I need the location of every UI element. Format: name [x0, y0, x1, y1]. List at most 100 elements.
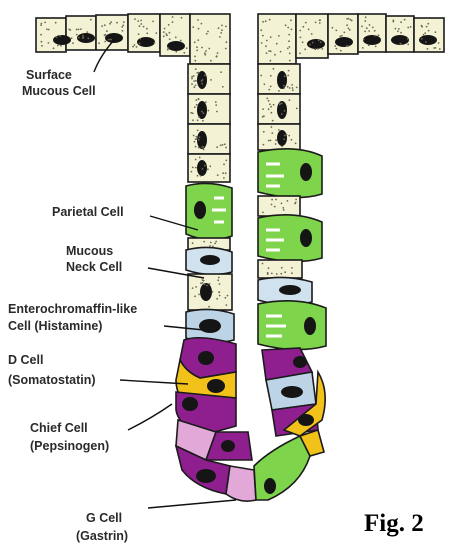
mucin-granule [265, 52, 268, 54]
mucin-granule [282, 209, 285, 211]
mucin-granule [267, 108, 270, 111]
nucleus [197, 131, 207, 149]
mucin-granule [193, 41, 196, 44]
mucin-granule [219, 144, 222, 147]
mucin-granule [192, 75, 195, 77]
mucin-granule [98, 42, 100, 45]
mucin-granule [262, 34, 264, 37]
mucin-granule [196, 119, 199, 122]
mucin-granule [81, 37, 84, 39]
gland-right-wall [257, 63, 327, 437]
mucin-granule [215, 104, 218, 106]
mucin-granule [364, 30, 366, 33]
mucin-granule [314, 48, 317, 51]
mucin-granule [171, 16, 174, 18]
mucin-granule [207, 30, 209, 33]
mucin-granule [41, 44, 43, 47]
mucin-granule [288, 40, 290, 43]
mucin-granule [40, 24, 42, 26]
mucin-granule [268, 50, 270, 52]
nucleus [281, 386, 303, 398]
mucin-granule [421, 25, 423, 28]
mucin-granule [425, 25, 428, 28]
mucin-granule [318, 22, 321, 24]
mucin-granule [191, 83, 193, 85]
mucin-granule [193, 106, 196, 109]
nucleus [137, 37, 155, 47]
mucin-granule [197, 39, 200, 41]
mucin-granule [89, 18, 92, 21]
mucin-granule [221, 24, 223, 27]
label-surface-mucous-cell: Surface Mucous Cell [22, 39, 115, 98]
mucin-granule [270, 126, 273, 128]
mucin-granule [283, 110, 286, 112]
mucin-granule [283, 138, 286, 141]
mucin-granule [262, 20, 264, 23]
mucin-granule [196, 46, 198, 49]
mucin-granule [44, 21, 46, 24]
mucin-granule [365, 27, 368, 30]
leader-line [149, 215, 199, 231]
surface-epithelium-left [35, 13, 231, 65]
mucin-granule [295, 198, 297, 201]
mucin-granule [283, 75, 286, 78]
mucin-granule [225, 41, 228, 44]
mucin-granule [218, 291, 220, 293]
mucin-granule [122, 21, 125, 23]
mucin-granule [331, 26, 334, 29]
mucin-granule [286, 200, 289, 202]
mucin-granule [321, 48, 324, 50]
mucin-granule [269, 50, 272, 53]
nucleus [198, 351, 214, 365]
nucleus [300, 229, 312, 247]
mucin-granule [335, 47, 338, 50]
mucin-granule [146, 27, 148, 30]
surface-epithelium-right [257, 13, 445, 65]
mucin-granule [197, 146, 200, 149]
nucleus [279, 285, 301, 295]
mucin-granule [193, 140, 196, 143]
mucin-granule [319, 41, 322, 44]
mucin-granule [212, 245, 214, 248]
mucin-granule [175, 50, 178, 53]
mucin-granule [283, 134, 286, 137]
mucin-granule [191, 112, 194, 115]
mucin-granule [361, 25, 363, 28]
mucin-granule [301, 41, 304, 44]
mucin-granule [203, 283, 206, 286]
mucin-granule [192, 119, 194, 122]
mucin-granule [283, 87, 285, 90]
mucin-granule [270, 203, 273, 206]
mucin-granule [362, 38, 365, 41]
mucin-granule [267, 99, 270, 102]
mucin-granule [223, 177, 225, 179]
mucin-granule [275, 42, 278, 45]
mucin-granule [270, 272, 273, 275]
mucin-granule [204, 74, 206, 77]
mucin-granule [174, 36, 177, 39]
mucin-granule [196, 72, 199, 74]
surface-mucous-cell [357, 13, 387, 53]
mucin-granule [284, 271, 286, 274]
mucin-granule [224, 47, 227, 50]
nucleus [197, 101, 207, 119]
mucin-granule [373, 29, 376, 32]
mucin-granule [262, 108, 264, 110]
surface-mucous-cell [327, 13, 359, 55]
mucin-granule [208, 305, 211, 308]
mucin-granule [196, 49, 199, 52]
mucin-granule [191, 287, 194, 289]
mucin-granule [269, 85, 272, 88]
mucin-granule [394, 27, 397, 30]
mucin-granule [291, 84, 293, 86]
mucin-granule [225, 146, 228, 149]
mucin-granule [217, 27, 220, 29]
nucleus [197, 160, 207, 176]
nucleus [207, 379, 225, 393]
mucin-granule [287, 26, 290, 29]
mucin-granule [221, 143, 224, 146]
label-line: Parietal Cell [52, 205, 124, 219]
mucin-granule [272, 67, 275, 70]
mucin-granule [195, 79, 197, 82]
